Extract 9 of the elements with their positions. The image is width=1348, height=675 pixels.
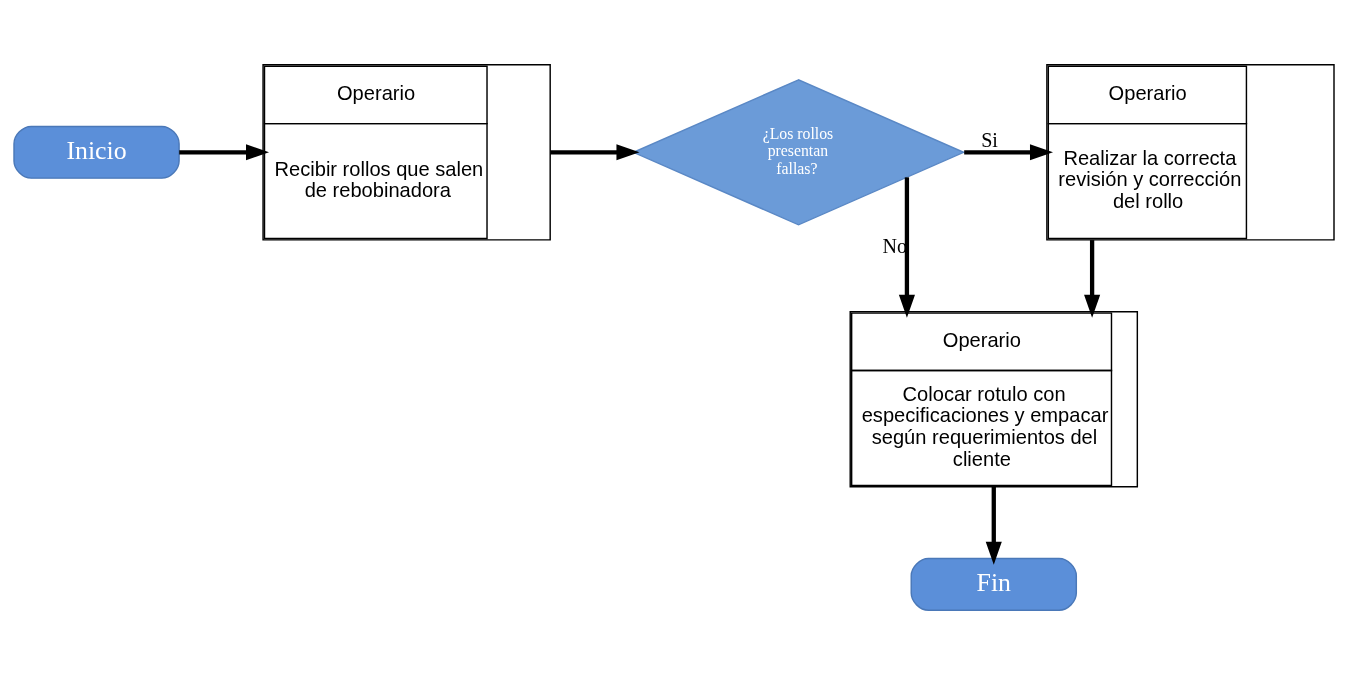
arrow xyxy=(964,144,1053,161)
node-box: Fin xyxy=(910,557,1078,611)
arrow xyxy=(1084,240,1101,318)
edge-label: Si xyxy=(981,128,998,151)
node-box: Inicio xyxy=(13,125,180,179)
arrow xyxy=(179,144,270,161)
arrow xyxy=(550,144,640,161)
arrow xyxy=(898,177,915,318)
arrow xyxy=(985,486,1002,565)
